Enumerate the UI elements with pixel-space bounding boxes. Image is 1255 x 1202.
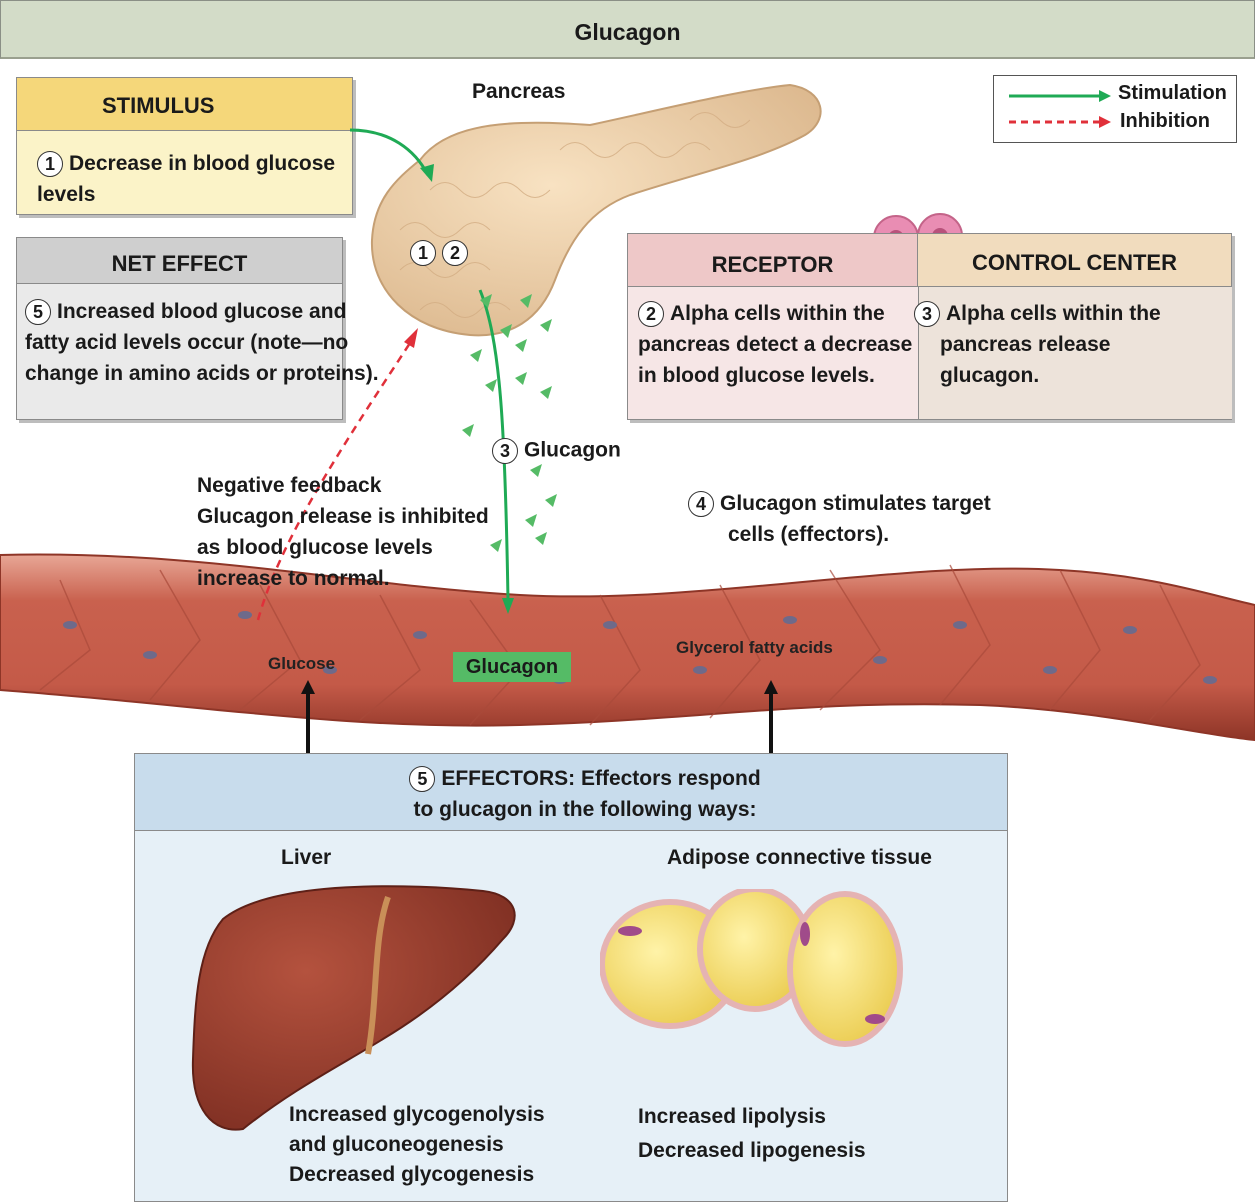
adipose-nucleus-1 xyxy=(618,926,642,936)
receptor-text: Alpha cells within the pancreas detect a… xyxy=(638,302,913,387)
negative-feedback-line-2: Glucagon release is inhibited xyxy=(197,505,489,528)
liver-effects: Increased glycogenolysis and gluconeogen… xyxy=(289,1100,545,1190)
effectors-header-bg xyxy=(135,754,1007,831)
step-4-badge: 4 xyxy=(688,491,714,518)
negative-feedback-arrowhead xyxy=(404,328,418,348)
legend-arrows xyxy=(1009,90,1111,128)
adipose-nucleus-3 xyxy=(865,1014,885,1024)
stimulus-header: STIMULUS xyxy=(17,78,352,131)
liver-effect-1: Increased glycogenolysis xyxy=(289,1103,545,1126)
vessel-glycerol-label: Glycerol fatty acids xyxy=(676,638,833,657)
pancreas-step-1-badge: 1 xyxy=(410,240,436,266)
negative-feedback-line-1: Negative feedback xyxy=(197,474,382,497)
adipose-nucleus-2 xyxy=(800,922,810,946)
adipose-cell-3 xyxy=(787,891,903,1047)
liver-effect-3: Decreased glycogenesis xyxy=(289,1163,535,1186)
liver-shape xyxy=(191,885,516,1131)
glycerol-arrowhead xyxy=(764,680,778,694)
legend-inhibition-label: Inhibition xyxy=(1120,110,1210,132)
stimulus-step-badge: 1 xyxy=(37,151,63,178)
pancreas-label: Pancreas xyxy=(472,80,566,103)
glucagon-release-arrow xyxy=(478,289,510,601)
glucose-arrowhead xyxy=(301,680,315,694)
pancreas-illustration xyxy=(370,83,822,337)
title-bar: Glucagon xyxy=(0,0,1255,59)
adipose-effects: Increased lipolysis Decreased lipogenesi… xyxy=(638,1100,866,1168)
liver-effect-2: and gluconeogenesis xyxy=(289,1133,504,1156)
glucagon-release-arrowhead xyxy=(502,598,514,614)
receptor-header-bg: RECEPTOR xyxy=(628,234,918,287)
effectors-line-2: to glucagon in the following ways: xyxy=(413,798,757,821)
adipose-effect-2: Decreased lipogenesis xyxy=(638,1139,866,1162)
stimulus-text: Decrease in blood glucose levels xyxy=(37,152,336,206)
adipose-illustration xyxy=(600,889,903,1047)
liver-illustration xyxy=(191,885,516,1131)
adipose-effect-1: Increased lipolysis xyxy=(638,1105,826,1128)
step-4-line-2: cells (effectors). xyxy=(728,523,890,546)
legend-stimulation-label: Stimulation xyxy=(1118,82,1227,104)
legend-stimulation-arrowhead xyxy=(1099,90,1111,102)
receptor-step-badge: 2 xyxy=(638,301,664,328)
negative-feedback-line-3: as blood glucose levels xyxy=(197,536,433,559)
receptor-header: RECEPTOR xyxy=(711,252,834,277)
vessel-glucose-label: Glucose xyxy=(268,654,336,673)
control-center-text: Alpha cells within the pancreas release … xyxy=(940,302,1161,387)
stimulus-to-pancreas-arrow xyxy=(349,128,430,176)
pancreas-shape xyxy=(370,83,822,337)
negative-feedback-arrow xyxy=(256,339,414,621)
negative-feedback-line-4: increase to normal. xyxy=(197,567,390,590)
step-4-text: 4 Glucagon stimulates target cells (effec… xyxy=(688,488,1088,550)
vessel-glucagon-tag: Glucagon xyxy=(453,652,571,682)
adipose-label: Adipose connective tissue xyxy=(667,846,932,869)
effectors-line-1: EFFECTORS: Effectors respond xyxy=(441,767,761,790)
liver-ligament xyxy=(365,895,391,1055)
glucagon-particles xyxy=(462,294,557,552)
legend: Stimulation Inhibition xyxy=(993,75,1237,143)
page-title: Glucagon xyxy=(574,19,681,45)
control-center-body-bg xyxy=(918,287,1232,419)
effectors-step-badge: 5 xyxy=(409,766,436,793)
glucagon-step-label: Glucagon xyxy=(524,438,621,462)
pancreas-step-2-badge: 2 xyxy=(442,240,468,266)
control-center-header: CONTROL CENTER xyxy=(972,250,1177,275)
net-effect-step-badge: 5 xyxy=(25,299,51,326)
net-effect-text: Increased blood glucose and fatty acid l… xyxy=(25,300,379,385)
control-center-step-badge: 3 xyxy=(914,301,940,328)
step-4-line-1: Glucagon stimulates target xyxy=(720,492,991,515)
vessel-cell-lines xyxy=(39,564,1201,726)
liver-label: Liver xyxy=(281,846,332,869)
stimulus-arrowhead xyxy=(420,164,434,182)
glucagon-step-badge: 3 xyxy=(492,438,518,464)
legend-inhibition-arrowhead xyxy=(1099,116,1111,128)
negative-feedback-text: Negative feedback Glucagon release is in… xyxy=(197,470,577,594)
control-center-header-bg: CONTROL CENTER xyxy=(918,234,1231,287)
net-effect-header: NET EFFECT xyxy=(17,238,342,284)
